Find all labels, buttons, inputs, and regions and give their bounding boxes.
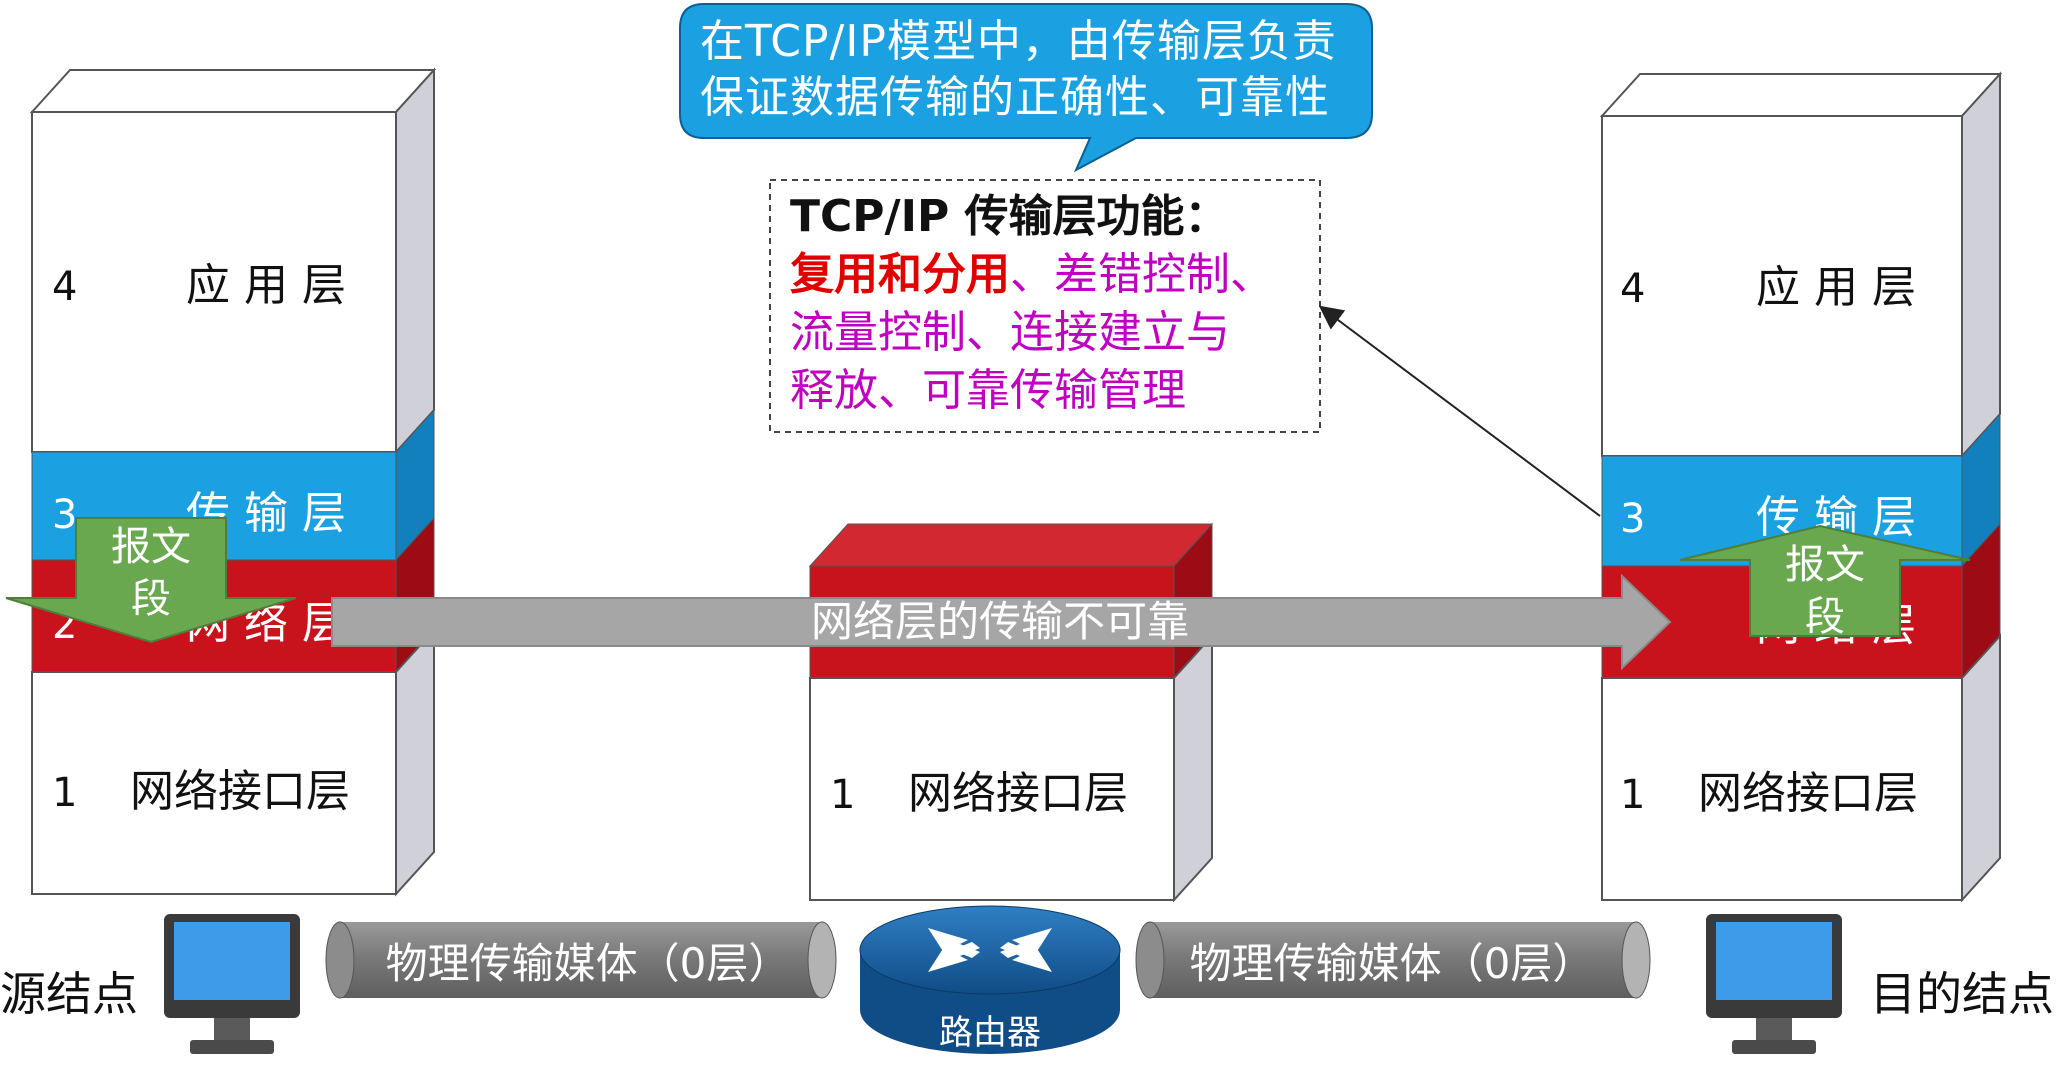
left-segment-line2: 段: [131, 576, 171, 622]
callout-line2: 保证数据传输的正确性、可靠性: [700, 72, 1330, 123]
functions-rest-line2: 流量控制、连接建立与: [790, 307, 1230, 358]
network-transfer-arrow: 网络层的传输不可靠: [331, 573, 1672, 671]
functions-title: TCP/IP 传输层功能：: [790, 191, 1229, 242]
functions-rest-line1: 、差错控制、: [1010, 249, 1274, 300]
right-link-label: 网络接口层: [1698, 768, 1918, 819]
connector-arrow: [1318, 305, 1601, 517]
right-app-label: 应 用 层: [1756, 262, 1916, 313]
right-media-tube: 物理传输媒体（0层）: [1135, 921, 1651, 999]
left-app-num: 4: [52, 264, 77, 310]
left-transport-num: 3: [52, 492, 77, 538]
left-stack: [29, 67, 437, 897]
right-app-num: 4: [1620, 266, 1645, 312]
functions-box: [769, 179, 1321, 433]
dest-computer-icon: [1706, 914, 1842, 1054]
right-media-label: 物理传输媒体（0层）: [1190, 939, 1595, 988]
right-link-layer: [1601, 677, 1963, 901]
network-arrow-label: 网络层的传输不可靠: [811, 597, 1189, 646]
left-stack-top: [29, 69, 437, 113]
left-link-label: 网络接口层: [130, 766, 350, 817]
left-segment-arrow: 报文 段: [5, 517, 297, 644]
right-segment-line2: 段: [1805, 594, 1845, 640]
router-label: 路由器: [939, 1013, 1041, 1053]
right-link-num: 1: [1620, 772, 1645, 818]
functions-highlight: 复用和分用: [790, 249, 1010, 300]
source-computer-icon: [164, 914, 300, 1054]
middle-link-layer: [809, 677, 1175, 901]
left-segment-line1: 报文: [111, 524, 191, 570]
right-stack-top: [1599, 73, 2003, 117]
callout-line1: 在TCP/IP模型中，由传输层负责: [700, 16, 1337, 67]
callout-bubble: [679, 3, 1373, 173]
dest-node-label: 目的结点: [1870, 967, 2054, 1021]
functions-text: TCP/IP 传输层功能： 复用和分用、差错控制、 流量控制、连接建立与 释放、…: [790, 188, 1350, 420]
left-media-tube: 物理传输媒体（0层）: [325, 921, 837, 999]
left-app-layer: [31, 111, 397, 453]
middle-stack-top: [808, 523, 1214, 567]
middle-link-label: 网络接口层: [908, 768, 1128, 819]
source-node-label: 源结点: [0, 967, 138, 1021]
middle-stack: [808, 522, 1214, 903]
left-app-label: 应 用 层: [186, 260, 346, 311]
right-segment-line1: 报文: [1785, 542, 1865, 588]
right-segment-arrow: 报文 段: [1679, 524, 1971, 640]
router-arrows-icon: [928, 928, 1052, 972]
right-app-layer: [1601, 115, 1963, 457]
left-link-num: 1: [52, 770, 77, 816]
left-link-layer: [31, 671, 397, 895]
callout-text: 在TCP/IP模型中，由传输层负责 保证数据传输的正确性、可靠性: [700, 14, 1380, 126]
functions-rest-line3: 释放、可靠传输管理: [790, 365, 1186, 416]
right-transport-num: 3: [1620, 496, 1645, 542]
left-media-label: 物理传输媒体（0层）: [386, 939, 791, 988]
router: 路由器: [859, 905, 1121, 1054]
middle-link-num: 1: [830, 772, 855, 818]
